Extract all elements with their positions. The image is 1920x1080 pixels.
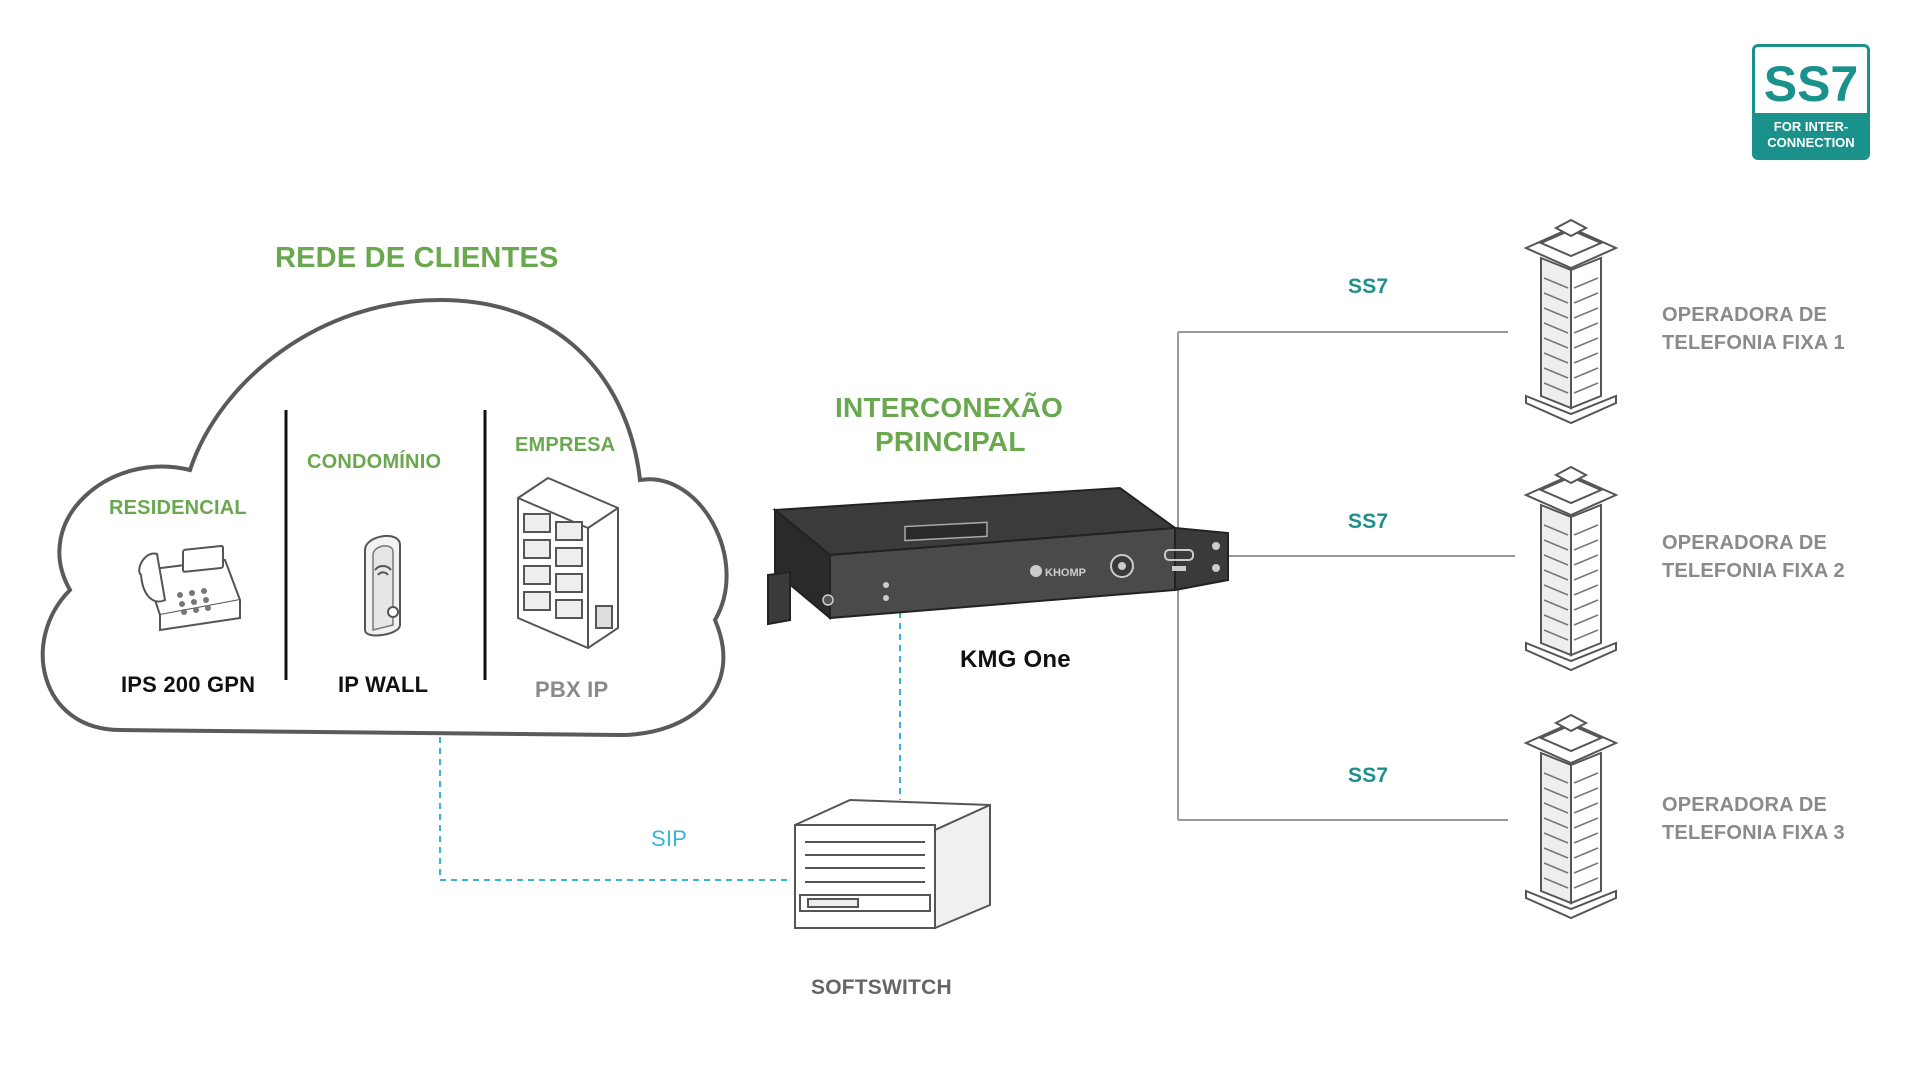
badge-title: SS7 — [1763, 56, 1859, 112]
badge-subtitle-line1: FOR INTER- — [1773, 119, 1849, 134]
operator-name-3: OPERADORA DE TELEFONIA FIXA 3 — [1662, 791, 1845, 847]
operator-name-2: OPERADORA DE TELEFONIA FIXA 2 — [1662, 529, 1845, 585]
ss7-link-label-2: SS7 — [1348, 510, 1389, 533]
cloud-shape — [40, 297, 729, 738]
ss7-link-label-3: SS7 — [1348, 764, 1389, 787]
building-icon-2 — [1523, 465, 1619, 672]
server-icon — [794, 798, 991, 930]
ss7-badge: SS7 FOR INTER- CONNECTION — [1752, 44, 1870, 160]
badge-subtitle-line2: CONNECTION — [1767, 135, 1855, 150]
segment-category-residencial: RESIDENCIAL — [109, 497, 247, 519]
operator-name-2-line1: OPERADORA DE — [1662, 532, 1828, 554]
desk-phone-icon — [138, 544, 242, 632]
gateway-title-line2: PRINCIPAL — [875, 426, 1026, 457]
gateway-title-line1: INTERCONEXÃO — [835, 392, 1063, 423]
gateway-name: KMG One — [960, 646, 1071, 673]
rack-gateway-icon: KHOMP — [767, 486, 1229, 626]
badge-subtitle: FOR INTER- CONNECTION — [1755, 113, 1867, 157]
operator-name-1-line2: TELEFONIA FIXA 1 — [1662, 332, 1845, 354]
operator-name-3-line1: OPERADORA DE — [1662, 794, 1828, 816]
operator-name-3-line2: TELEFONIA FIXA 3 — [1662, 822, 1845, 844]
sip-link-cloud — [439, 737, 790, 881]
cloud-title: REDE DE CLIENTES — [275, 242, 559, 274]
operator-name-1: OPERADORA DE TELEFONIA FIXA 1 — [1662, 301, 1845, 357]
sip-link-label: SIP — [651, 826, 688, 851]
ss7-link-label-1: SS7 — [1348, 275, 1389, 298]
softswitch-name: SOFTSWITCH — [811, 976, 952, 999]
segment-category-condominio: CONDOMÍNIO — [307, 451, 442, 473]
gateway-brand-text: KHOMP — [1045, 567, 1086, 579]
device-name-pbx: PBX IP — [535, 677, 609, 702]
intercom-icon — [364, 534, 401, 637]
building-icon-3 — [1523, 713, 1619, 920]
device-name-ips200: IPS 200 GPN — [121, 672, 256, 697]
building-icon-1 — [1523, 218, 1619, 425]
segment-category-empresa: EMPRESA — [515, 434, 616, 456]
operator-name-1-line1: OPERADORA DE — [1662, 304, 1828, 326]
operator-name-2-line2: TELEFONIA FIXA 2 — [1662, 560, 1845, 582]
device-name-ipwall: IP WALL — [338, 672, 429, 697]
pbx-icon — [517, 476, 619, 650]
